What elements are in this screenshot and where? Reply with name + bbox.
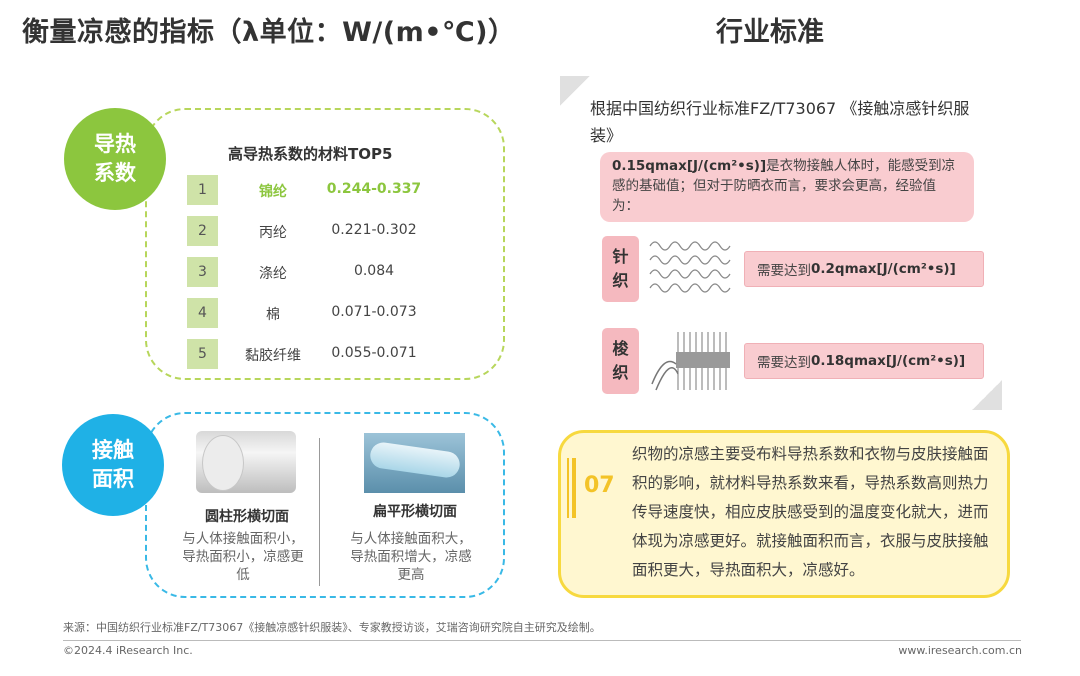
material-cell: 锦纶 [259, 184, 287, 200]
flat-title: 扁平形横切面 [373, 504, 457, 520]
rank-cell: 2 [187, 216, 218, 246]
knit-fabric-image [649, 241, 731, 293]
contact-circle-label: 接触面积 [92, 438, 134, 491]
material-cell: 丙纶 [259, 225, 287, 241]
page-title: 衡量凉感的指标（λ单位：W/(m•℃)） [22, 17, 516, 48]
knit-req-value: 0.2qmax[J/(cm²•s)] [811, 261, 956, 277]
value-cell: 0.244-0.337 [326, 181, 422, 197]
woven-tag: 梭织 [602, 328, 639, 394]
woven-req-prefix: 需要达到 [757, 355, 811, 371]
material-cell: 棉 [266, 307, 280, 323]
website-link[interactable]: www.iresearch.com.cn [898, 644, 1022, 657]
section-title-standard: 行业标准 [716, 17, 824, 48]
thermal-circle-label: 导热系数 [94, 132, 136, 185]
base-value-text: 是衣物接触人体时，能感受到凉感的基础值；但对于防晒衣而言，要求会更高，经验值为： [612, 158, 956, 214]
knit-req-prefix: 需要达到 [757, 263, 811, 279]
rank-cell: 5 [187, 339, 218, 369]
knit-label: 针织 [612, 247, 629, 290]
contact-box [145, 412, 505, 598]
flat-desc: 与人体接触面积大，导热面积增大，凉感更高 [350, 531, 472, 583]
source-note: 来源：中国纺织行业标准FZ/T73067《接触凉感针织服装》、专家教授访谈，艾瑞… [63, 621, 601, 634]
thermal-box [145, 108, 505, 380]
copyright: ©2024.4 iResearch Inc. [63, 644, 193, 657]
corner-decoration [972, 380, 1002, 410]
woven-label: 梭织 [612, 339, 629, 382]
material-cell: 涤纶 [259, 266, 287, 282]
note-number: 07 [584, 473, 615, 498]
base-value: 0.15qmax[J/(cm²•s)] [612, 158, 767, 174]
rank-cell: 4 [187, 298, 218, 328]
note-accent-bars [567, 458, 576, 518]
flat-cross-section-image [364, 433, 465, 493]
value-cell: 0.084 [353, 263, 395, 279]
cylinder-cross-section-image [196, 431, 296, 493]
material-cell: 黏胶纤维 [245, 348, 301, 364]
value-cell: 0.055-0.071 [331, 345, 417, 361]
woven-fabric-image [651, 332, 730, 391]
note-text: 织物的凉感主要受布料导热系数和衣物与皮肤接触面积的影响，就材料导热系数来看，导热… [632, 445, 989, 579]
woven-req-value: 0.18qmax[J/(cm²•s)] [811, 353, 966, 369]
rank-cell: 1 [187, 175, 218, 205]
thermal-table-title: 高导热系数的材料TOP5 [228, 145, 393, 163]
cylinder-desc: 与人体接触面积小，导热面积小，凉感更低 [182, 531, 304, 583]
cylinder-title: 圆柱形横切面 [205, 509, 289, 525]
rank-cell: 3 [187, 257, 218, 287]
divider [319, 438, 320, 586]
value-cell: 0.071-0.073 [331, 304, 417, 320]
standard-heading: 根据中国纺织行业标准FZ/T73067 《接触凉感针织服装》 [590, 99, 970, 145]
base-value-box: 0.15qmax[J/(cm²•s)]是衣物接触人体时，能感受到凉感的基础值；但… [600, 152, 974, 222]
value-cell: 0.221-0.302 [331, 222, 417, 238]
thermal-circle: 导热系数 [64, 108, 166, 210]
footer-divider [63, 640, 1021, 641]
knit-tag: 针织 [602, 236, 639, 302]
contact-circle: 接触面积 [62, 414, 164, 516]
corner-decoration [560, 76, 590, 106]
note-box [558, 430, 1010, 598]
